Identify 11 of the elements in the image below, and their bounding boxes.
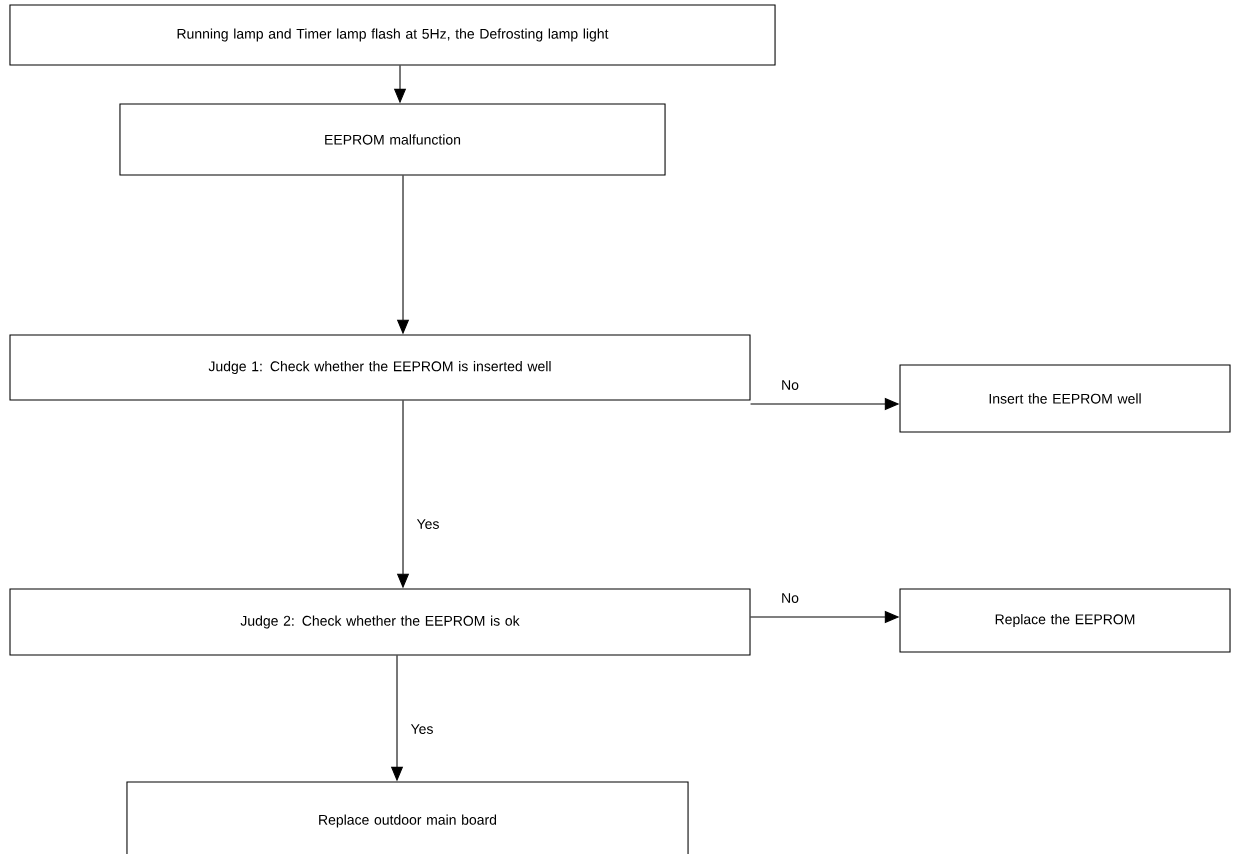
process-box: Replace the EEPROM [899,588,1231,653]
edge-label: No [779,591,801,605]
edge-label: Yes [409,722,435,736]
process-box: Running lamp and Timer lamp flash at 5Hz, the Defrosting lamp light [9,4,776,66]
process-box: Judge 2: Check whether the EEPROM is ok [9,588,751,656]
process-box: Replace outdoor main board [126,781,689,854]
process-box: Insert the EEPROM well [899,364,1231,433]
edge-label: No [779,378,801,392]
process-box: EEPROM malfunction [119,103,666,176]
edge-label: Yes [415,517,441,531]
process-box: Judge 1: Check whether the EEPROM is inserted well [9,334,751,401]
